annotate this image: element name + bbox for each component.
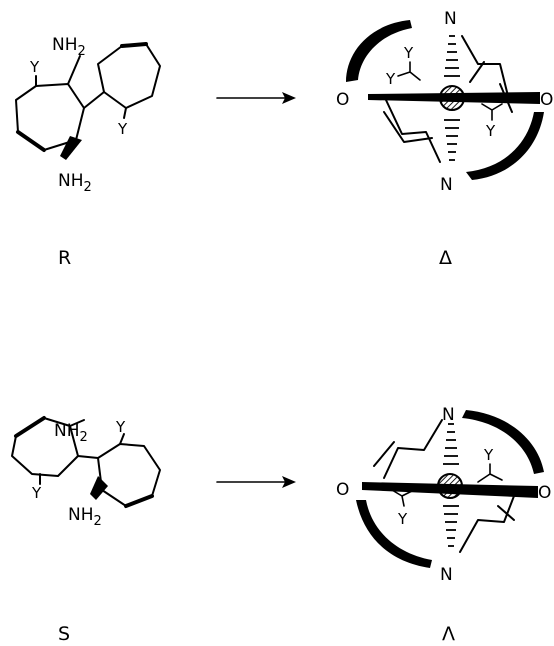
reaction-arrow-bottom — [216, 476, 296, 488]
metal-centre — [439, 85, 465, 111]
o-label-left: O — [336, 90, 349, 110]
y-label-right: Y — [115, 418, 126, 436]
label-lambda: Λ — [442, 623, 455, 645]
n-label-top: N — [444, 9, 457, 29]
right-phenyl-ring — [97, 43, 161, 109]
axial-hashed-bond — [443, 423, 459, 547]
amine-bottom-label: NH2 — [58, 171, 92, 195]
left-phenyl-ring — [11, 417, 79, 477]
right-phenyl-ring — [97, 443, 161, 507]
label-delta: Δ — [439, 247, 452, 269]
axial-hashed-bond — [444, 35, 460, 161]
y-label-right: Y — [117, 120, 128, 138]
metal-centre — [437, 473, 463, 499]
n-label-bottom: N — [440, 565, 453, 585]
amine-bottom-label: NH2 — [68, 505, 102, 529]
o-label-right: O — [540, 90, 553, 110]
svg-text:Y: Y — [403, 44, 414, 62]
wedge-bond — [60, 136, 82, 160]
left-phenyl-ring — [15, 83, 85, 151]
y-label-left: Y — [31, 484, 42, 502]
label-s: S — [58, 623, 70, 645]
n-label-bottom: N — [440, 175, 453, 195]
o-label-left: O — [336, 480, 349, 500]
biaryl-bond — [83, 91, 105, 109]
chelate-arc-upper-left — [346, 20, 412, 82]
r-biphenyl-diamine: NH2 Y Y NH2 — [15, 35, 161, 195]
chelate-arc-lower-left — [356, 500, 432, 568]
svg-text:Y: Y — [483, 446, 494, 464]
lambda-complex: Y Y N N O O — [336, 405, 551, 585]
y-label-left: Y — [29, 58, 40, 76]
chelate-arc-lower-right — [466, 112, 544, 180]
label-r: R — [58, 247, 71, 269]
s-biphenyl-diamine: NH2 Y Y NH2 — [11, 416, 161, 529]
amine-top-label: NH2 — [54, 421, 88, 445]
o-label-right: O — [538, 483, 551, 503]
delta-complex: Y Y Y N N O O — [336, 9, 553, 195]
chelate-arc-upper-right — [462, 410, 544, 474]
amine-top-label: NH2 — [52, 35, 86, 59]
svg-text:Y: Y — [485, 122, 496, 140]
biaryl-bond — [77, 455, 99, 459]
n-label-top: N — [442, 405, 455, 425]
svg-text:Y: Y — [397, 510, 408, 528]
svg-text:Y: Y — [385, 70, 396, 88]
reaction-arrow-top — [216, 92, 296, 104]
wedge-bond — [90, 476, 108, 500]
